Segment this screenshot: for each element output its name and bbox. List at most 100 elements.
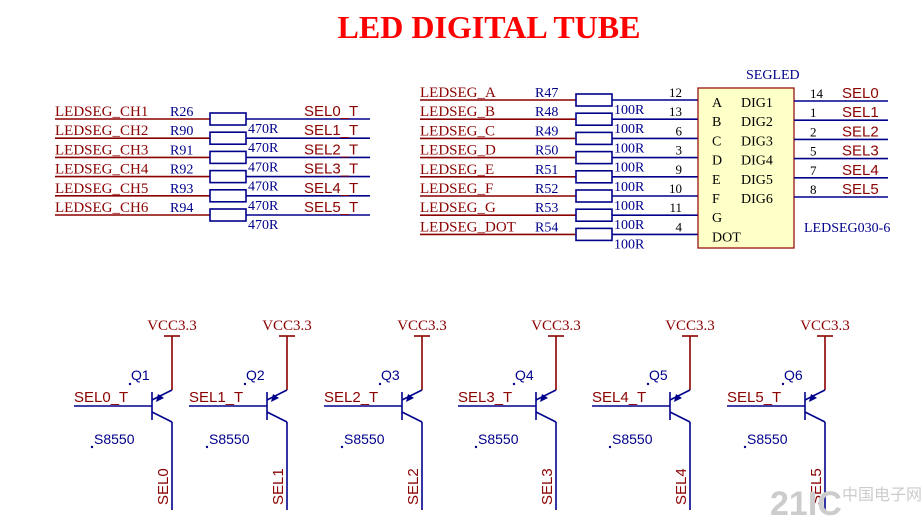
digit-pin-label: DIG3: [741, 134, 773, 149]
resistor-ref-r54: R54: [535, 220, 558, 235]
watermark-logo: 21IC: [770, 485, 842, 523]
net-label-ledseg_ch5: LEDSEG_CH5: [55, 181, 148, 197]
segment-pin-number: 13: [669, 104, 682, 119]
digit-pin-label: DIG6: [741, 192, 773, 207]
resistor-body: [209, 189, 247, 203]
net-label-ledseg_ch1: LEDSEG_CH1: [55, 104, 148, 120]
net-label-ledseg_ch4: LEDSEG_CH4: [55, 162, 149, 178]
net-label-sel3_t: SEL3_T: [304, 161, 358, 178]
segment-pin-number: 6: [676, 123, 683, 138]
emitter-lead: [401, 389, 423, 401]
resistor-body: [575, 93, 613, 107]
resistor-body: [575, 189, 613, 203]
resistor-body: [575, 131, 613, 146]
part-dot: [608, 445, 612, 449]
resistor-ref-r51: R51: [535, 163, 558, 178]
net-label-ledseg_c: LEDSEG_C: [420, 123, 495, 139]
vcc-label: VCC3.3: [800, 318, 850, 334]
digit-pin-label: DIG5: [741, 173, 773, 188]
base-net-label: SEL3_T: [458, 389, 512, 406]
segment-pin-number: 11: [669, 200, 682, 215]
ref-dot: [128, 382, 132, 386]
resistor-ref-r52: R52: [535, 182, 558, 197]
net-label-sel4_t: SEL4_T: [304, 180, 358, 197]
digit-pin-number: 5: [810, 144, 817, 159]
resistor-value: 470R: [248, 199, 279, 214]
ref-dot: [243, 382, 247, 386]
resistor-body: [575, 227, 613, 242]
emitter-arrow-icon: [156, 394, 164, 402]
segment-pin-number: 4: [676, 219, 683, 234]
net-label-ledseg_f: LEDSEG_F: [420, 181, 493, 197]
resistor-body: [209, 112, 247, 126]
resistor-ref-r90: R90: [170, 124, 193, 139]
net-label-ledseg_g: LEDSEG_G: [420, 200, 496, 216]
resistor-value: 100R: [614, 199, 645, 214]
transistor-ref: Q1: [131, 367, 150, 383]
ref-dot: [378, 382, 382, 386]
resistor-ref-r26: R26: [170, 105, 193, 120]
resistor-ref-r91: R91: [170, 143, 193, 158]
segment-pin-label: DOT: [712, 230, 741, 245]
emitter-lead: [266, 389, 288, 401]
collector-lead: [151, 411, 173, 423]
emitter-arrow-icon: [271, 394, 279, 402]
transistor-ref: Q4: [515, 367, 534, 383]
resistor-value: 100R: [614, 218, 645, 233]
watermark-text: 中国电子网: [842, 486, 922, 504]
resistor-body: [575, 112, 613, 126]
net-label-ledseg_a: LEDSEG_A: [420, 85, 496, 101]
net-label-sel0_t: SEL0_T: [304, 103, 358, 120]
emitter-arrow-icon: [406, 394, 414, 402]
collector-lead: [804, 411, 826, 423]
vcc-label: VCC3.3: [262, 318, 312, 334]
emitter-lead: [669, 389, 691, 401]
net-label-ledseg_b: LEDSEG_B: [420, 104, 495, 120]
resistor-body: [575, 208, 613, 222]
ref-dot: [781, 382, 785, 386]
segment-pin-number: 12: [669, 85, 682, 100]
vcc-label: VCC3.3: [665, 318, 715, 334]
resistor-value: 100R: [614, 161, 645, 176]
emitter-arrow-icon: [674, 394, 682, 402]
resistor-value: 100R: [614, 180, 645, 195]
resistor-value: 470R: [248, 160, 279, 175]
net-label-ledseg_e: LEDSEG_E: [420, 162, 494, 178]
resistor-ref-r49: R49: [535, 124, 558, 139]
display-part-number: LEDSEG030-6: [804, 221, 890, 236]
base-net-label: SEL0_T: [74, 389, 128, 406]
digit-pin-number: 2: [810, 124, 817, 139]
emitter-lead: [804, 389, 826, 401]
base-net-label: SEL2_T: [324, 389, 378, 406]
net-label-sel2: SEL2: [842, 123, 879, 140]
ref-dot: [646, 382, 650, 386]
segment-pin-number: 10: [669, 181, 682, 196]
net-label-sel1_t: SEL1_T: [304, 122, 358, 139]
segment-pin-label: F: [712, 192, 720, 207]
segment-pin-label: A: [712, 96, 723, 111]
resistor-value: 470R: [248, 141, 279, 156]
part-dot: [474, 445, 478, 449]
transistor-part: S8550: [94, 431, 135, 447]
transistor-part: S8550: [612, 431, 653, 447]
collector-net-label: SEL0: [155, 468, 172, 505]
resistor-body: [575, 150, 613, 165]
page-title: LED DIGITAL TUBE: [338, 9, 641, 45]
part-dot: [340, 445, 344, 449]
resistor-body: [209, 131, 247, 145]
base-net-label: SEL1_T: [189, 389, 243, 406]
emitter-arrow-icon: [809, 394, 817, 402]
net-label-sel5: SEL5: [842, 181, 879, 198]
collector-lead: [669, 411, 691, 423]
collector-net-label: SEL4: [673, 468, 690, 505]
transistor-ref: Q2: [246, 367, 265, 383]
net-label-sel4: SEL4: [842, 162, 879, 179]
segment-pin-label: E: [712, 173, 721, 188]
transistor-part: S8550: [209, 431, 250, 447]
